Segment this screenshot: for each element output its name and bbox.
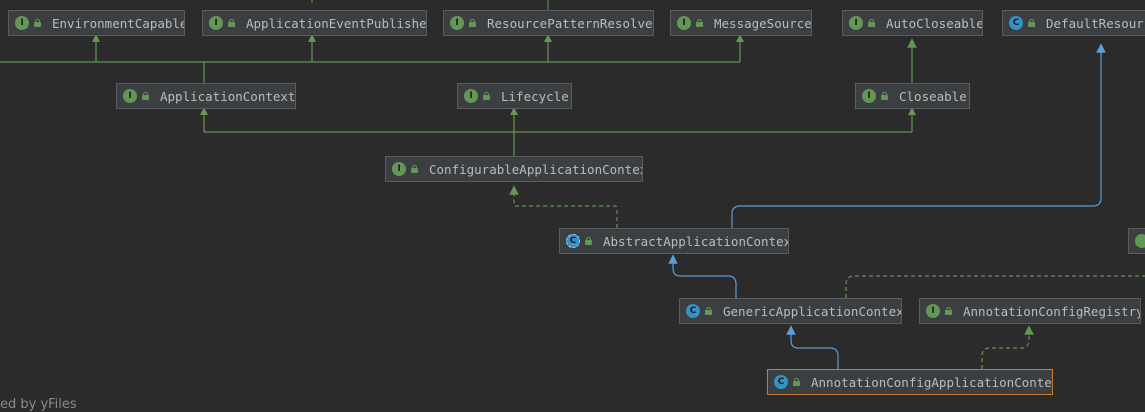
node-closeable[interactable]: I Closeable (855, 83, 970, 109)
interface-icon: I (464, 89, 478, 103)
interface-icon: I (450, 16, 464, 30)
node-environment-capable[interactable]: I EnvironmentCapable (8, 10, 185, 36)
edge-abstract-implements-configurable (509, 185, 618, 228)
node-generic-application-context[interactable]: C GenericApplicationContext (679, 298, 902, 324)
public-lock-icon (33, 19, 42, 27)
node-label: ConfigurableApplicationContext (429, 161, 643, 177)
node-lifecycle[interactable]: I Lifecycle (457, 83, 572, 109)
public-lock-icon (410, 165, 419, 173)
public-lock-icon (867, 19, 876, 27)
class-icon: C (774, 375, 788, 389)
node-auto-closeable[interactable]: I AutoCloseable (842, 10, 983, 36)
node-annotation-config-registry[interactable]: I AnnotationConfigRegistry (919, 298, 1141, 324)
public-lock-icon (704, 307, 713, 315)
public-lock-icon (944, 307, 953, 315)
node-label: MessageSource (714, 15, 812, 31)
node-label: AnnotationConfigApplicationContext (811, 374, 1053, 390)
public-lock-icon (482, 92, 491, 100)
edge-generic-extends-abstract (668, 254, 737, 298)
node-offscreen-right[interactable] (1128, 228, 1145, 254)
node-configurable-application-context[interactable]: I ConfigurableApplicationContext (385, 156, 643, 182)
class-icon: C (1009, 16, 1023, 30)
node-label: GenericApplicationContext (723, 303, 902, 319)
node-abstract-application-context[interactable]: C AbstractApplicationContext (559, 228, 789, 254)
edge-annotation-implements-registry (981, 325, 1034, 369)
edge-generic-implements-offscreen (845, 275, 1145, 298)
public-lock-icon (141, 92, 150, 100)
node-label: Closeable (899, 88, 967, 104)
interface-icon: I (862, 89, 876, 103)
interface-icon: I (209, 16, 223, 30)
node-resource-pattern-resolver[interactable]: I ResourcePatternResolver (443, 10, 654, 36)
node-label: ResourcePatternResolver (487, 15, 654, 31)
public-lock-icon (227, 19, 236, 27)
node-message-source[interactable]: I MessageSource (670, 10, 812, 36)
interface-icon: I (123, 89, 137, 103)
node-label: ApplicationContext (160, 88, 296, 104)
edge-abstract-extends-default-resource-loader (731, 43, 1106, 228)
edge-annotation-extends-generic (786, 325, 839, 369)
interface-icon: I (15, 16, 29, 30)
node-label: AbstractApplicationContext (603, 233, 789, 249)
node-label: ApplicationEventPublisher (246, 15, 427, 31)
public-lock-icon (880, 92, 889, 100)
powered-by-footer: ed by yFiles (0, 397, 77, 412)
edge-configurable-to-parents (203, 116, 913, 156)
node-application-event-publisher[interactable]: I ApplicationEventPublisher (202, 10, 427, 36)
node-label: AnnotationConfigRegistry (963, 303, 1141, 319)
node-label: AutoCloseable (886, 15, 983, 31)
edge-application-context-to-parents (0, 43, 741, 84)
public-lock-icon (1027, 19, 1036, 27)
public-lock-icon (792, 378, 801, 386)
interface-icon: I (849, 16, 863, 30)
node-label: EnvironmentCapable (52, 15, 185, 31)
interface-icon: I (677, 16, 691, 30)
node-default-resource-loader[interactable]: C DefaultResourceLoader (1002, 10, 1145, 36)
interface-icon: I (926, 304, 940, 318)
node-label: DefaultResourceLoader (1046, 15, 1145, 31)
interface-icon: I (392, 162, 406, 176)
node-label: Lifecycle (501, 88, 569, 104)
node-application-context[interactable]: I ApplicationContext (116, 83, 296, 109)
public-lock-icon (468, 19, 477, 27)
public-lock-icon (584, 237, 593, 245)
node-annotation-config-application-context[interactable]: C AnnotationConfigApplicationContext (767, 369, 1053, 395)
public-lock-icon (695, 19, 704, 27)
interface-icon (1135, 234, 1145, 248)
abstract-class-icon: C (566, 234, 580, 248)
class-icon: C (686, 304, 700, 318)
